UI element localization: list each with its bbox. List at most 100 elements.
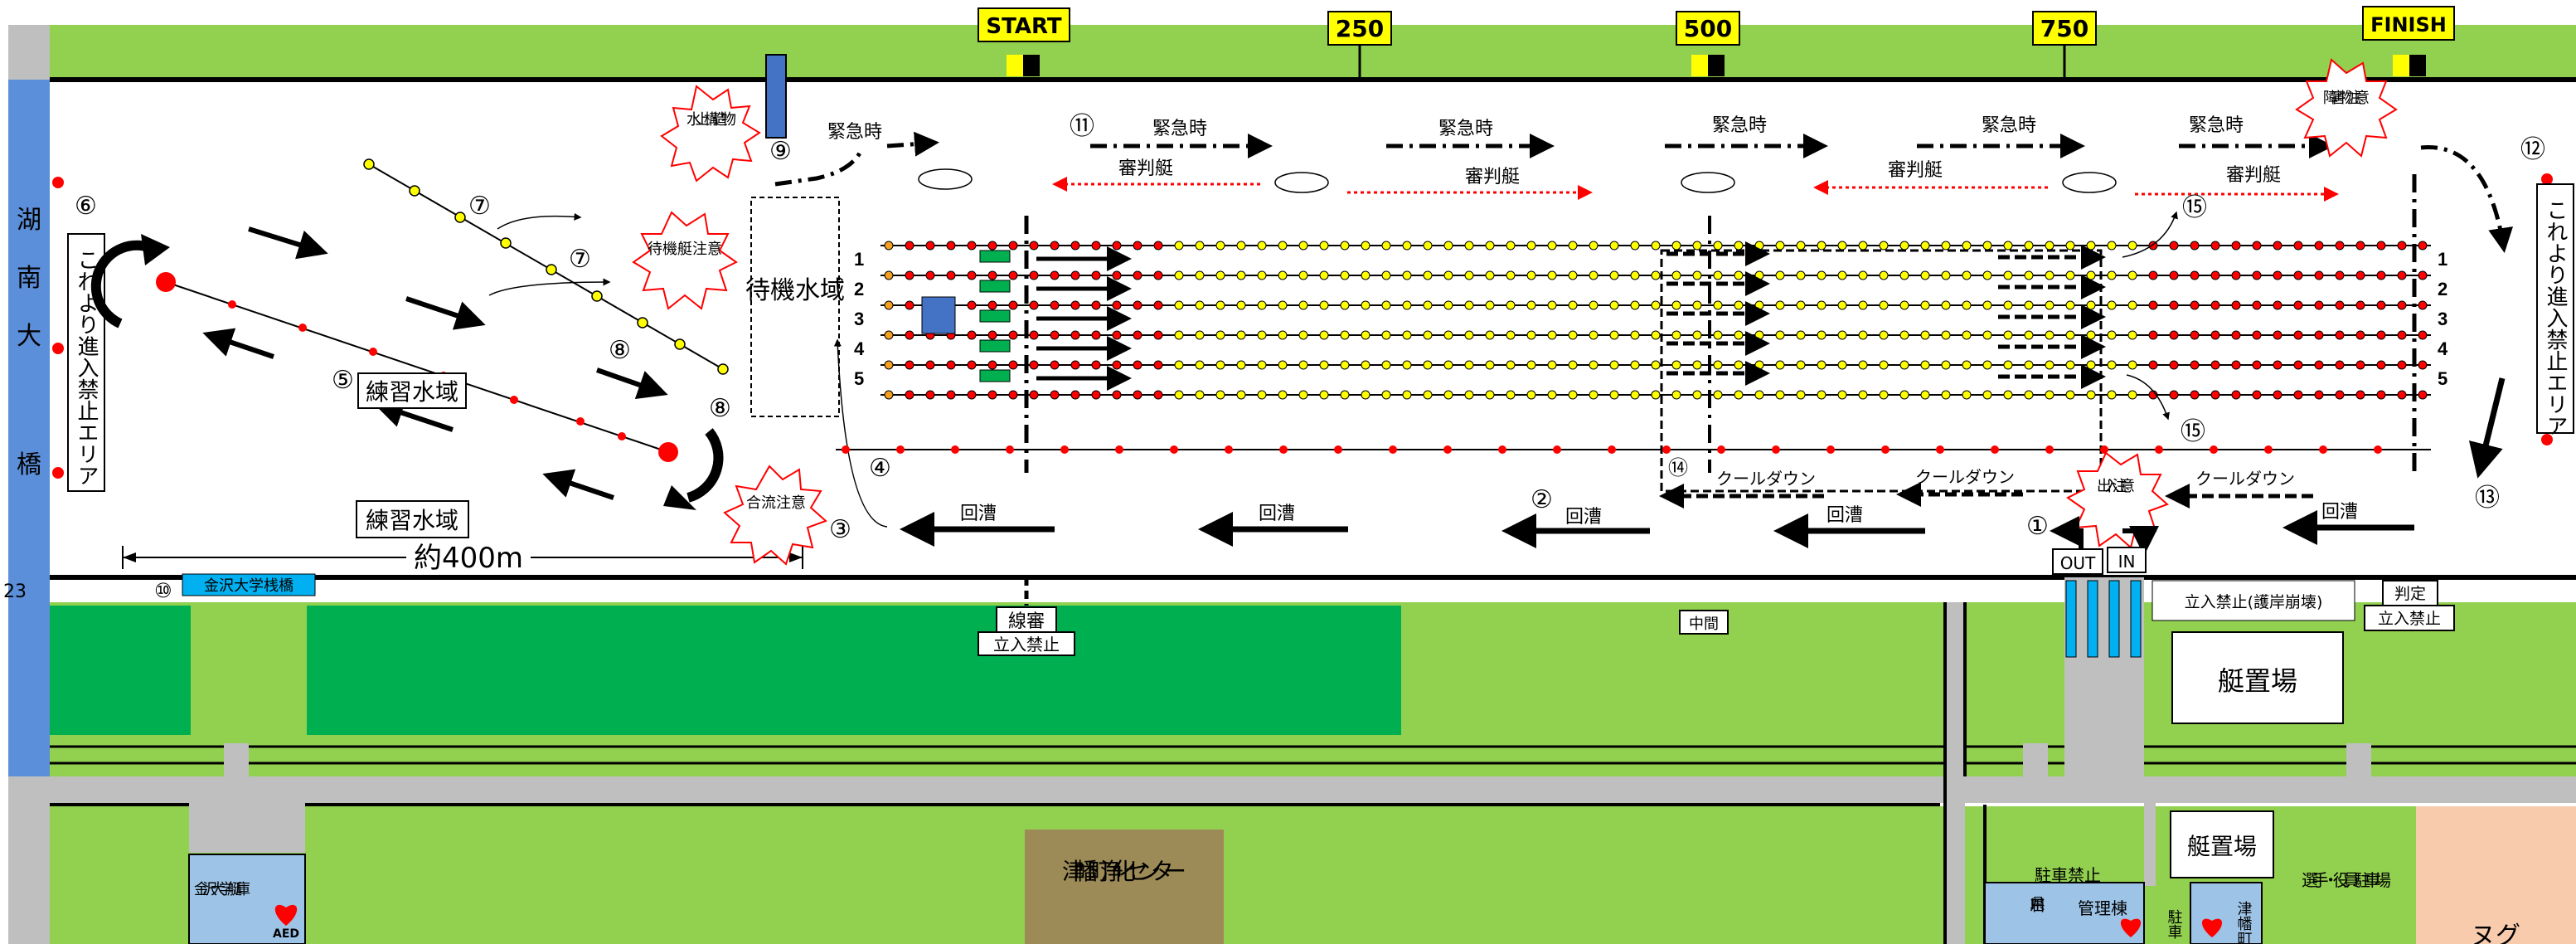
lane-buoy — [1692, 241, 1702, 251]
lane-buoy — [1215, 300, 1225, 310]
lane-buoy — [2376, 330, 2386, 340]
lane-buoy — [1796, 390, 1806, 400]
path-strip — [50, 735, 2576, 776]
rowback-label-4: 回漕 — [1826, 505, 1863, 526]
lane-buoy — [1278, 270, 1288, 280]
water-structure — [765, 54, 787, 139]
dark-grass-area-2 — [307, 606, 1401, 738]
lane-buoy — [1713, 270, 1723, 280]
lane-buoy — [1257, 241, 1267, 251]
bridge-grey-top — [8, 25, 50, 80]
lane-buoy — [1692, 330, 1702, 340]
lane-buoy — [1920, 270, 1930, 280]
lane-buoy — [1361, 300, 1370, 310]
lane-buoy — [1734, 390, 1744, 400]
lane-buoy — [1547, 330, 1557, 340]
pu-buoy-5 — [546, 264, 557, 275]
pl-buoy-7 — [618, 432, 626, 440]
lane-buoy — [2003, 241, 2013, 251]
lane-buoy — [2210, 390, 2220, 400]
lane-buoy — [1381, 360, 1391, 370]
lane-buoy — [1837, 330, 1847, 340]
lane-buoy — [2210, 330, 2220, 340]
lane-buoy — [1174, 241, 1184, 251]
lane-buoy — [1298, 330, 1308, 340]
lane-buoy — [1029, 270, 1039, 280]
lane-buoy — [2169, 300, 2179, 310]
lane-buoy — [1568, 300, 1578, 310]
safety-buoy — [2374, 445, 2382, 454]
lane-buoy — [1319, 330, 1329, 340]
obstacle-warn-star — [2295, 58, 2398, 158]
lane-buoy — [884, 390, 894, 400]
lane-buoy — [1671, 330, 1681, 340]
pu-buoy-2 — [409, 185, 420, 197]
lane-buoy — [1547, 390, 1557, 400]
m500-flag-yellow — [1691, 55, 1708, 76]
start-box-5 — [979, 369, 1011, 382]
lane-buoy — [905, 241, 914, 251]
line-judge-box — [996, 606, 1057, 633]
lane-buoy — [987, 330, 997, 340]
kanazawa-boathouse — [188, 854, 306, 944]
lane-buoy — [2003, 390, 2013, 400]
marker-250-label: 250 — [1336, 15, 1384, 42]
lane-buoy — [2190, 330, 2200, 340]
pl-buoy-big-1 — [156, 272, 176, 292]
lane-buoy — [1754, 300, 1764, 310]
lane-buoy — [1070, 330, 1080, 340]
lane-buoy — [1070, 300, 1080, 310]
lane-buoy — [1837, 300, 1847, 310]
lane-buoy — [2252, 330, 2262, 340]
practice-line-lower — [165, 281, 669, 453]
lane-buoy — [1879, 270, 1889, 280]
lane-buoy — [1982, 270, 1992, 280]
lane-buoy — [1298, 360, 1308, 370]
lane-buoy — [2086, 270, 2096, 280]
lane-buoy — [2273, 390, 2283, 400]
lane-buoy — [1547, 270, 1557, 280]
lane-buoy — [2065, 360, 2075, 370]
aed-heart-icon-3 — [2201, 918, 2223, 937]
safety-buoy — [1662, 445, 1671, 454]
grey-lane-2 — [2144, 803, 2156, 886]
lane-buoy — [1257, 270, 1267, 280]
lane-buoy — [1361, 330, 1370, 340]
lane-buoy — [1443, 300, 1453, 310]
lane-buoy — [2376, 300, 2386, 310]
lane-buoy — [1215, 330, 1225, 340]
pu-buoy-8 — [674, 338, 686, 350]
lane-buoy — [2190, 360, 2200, 370]
lane-buoy — [1858, 270, 1868, 280]
lane-buoy — [1526, 360, 1536, 370]
lane-buoy — [1920, 300, 1930, 310]
pu-buoy-6 — [591, 290, 603, 302]
lane-buoy — [1506, 360, 1516, 370]
lane-buoy — [1091, 390, 1101, 400]
lane-buoy — [1506, 300, 1516, 310]
lane-buoy — [884, 241, 894, 251]
lane-buoy — [2231, 270, 2241, 280]
lane-buoy — [1381, 390, 1391, 400]
lane-buoy — [1464, 360, 1474, 370]
marker-start-sign — [978, 7, 1070, 42]
rowback-label-1: 回漕 — [960, 504, 997, 524]
lane-buoy — [1298, 390, 1308, 400]
finish-flag-yellow — [2393, 55, 2409, 76]
practice-label-small: 練習水域 — [366, 378, 458, 406]
lane-buoy — [1941, 360, 1951, 370]
lane-buoy — [1029, 390, 1039, 400]
lane-buoy — [2127, 360, 2137, 370]
lane-buoy — [1070, 390, 1080, 400]
lane-buoy — [1526, 241, 1536, 251]
lane-buoy — [1236, 330, 1246, 340]
lane-buoy — [1195, 241, 1205, 251]
lane-buoy — [1526, 330, 1536, 340]
rowback-label-5: 回漕 — [2321, 502, 2358, 523]
lane-buoy — [1899, 390, 1909, 400]
circle-9: ⑨ — [769, 137, 792, 166]
lane-buoy — [1609, 241, 1619, 251]
lane-buoy — [1899, 270, 1909, 280]
lane-buoy — [2190, 270, 2200, 280]
